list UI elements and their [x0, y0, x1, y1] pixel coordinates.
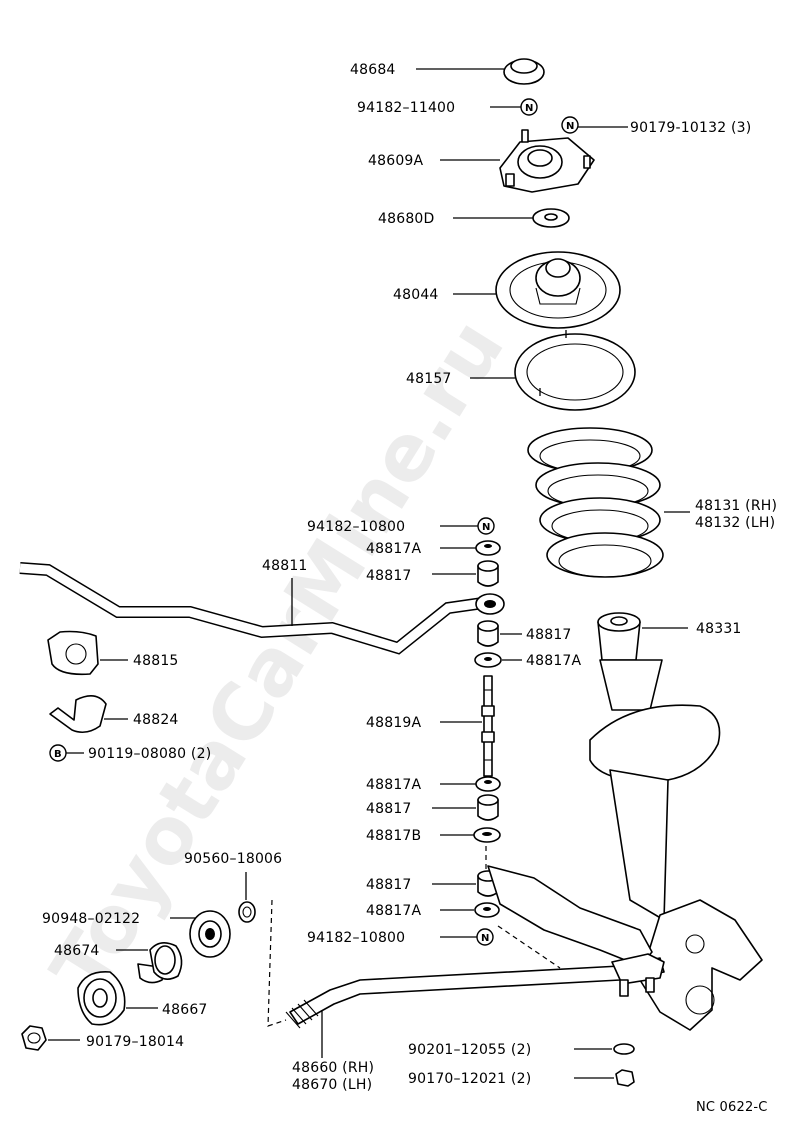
bushing-retainer-part [189, 910, 231, 958]
diagram-code: NC 0622-C [696, 1100, 768, 1115]
cushion-retainer-part [475, 776, 501, 792]
label-90170-12021: 90170–12021 (2) [408, 1071, 531, 1087]
svg-text:N: N [482, 522, 490, 533]
stabilizer-bracket-part [49, 695, 107, 734]
svg-text:B: B [54, 749, 62, 760]
label-90560-18006: 90560–18006 [184, 851, 282, 867]
label-48819A: 48819A [366, 715, 422, 731]
nut-badge-icon: N [561, 116, 579, 134]
label-48817A-4: 48817A [366, 903, 422, 919]
nut-part [21, 1025, 47, 1051]
cushion-retainer-part [474, 902, 500, 918]
label-48815: 48815 [133, 653, 179, 669]
svg-text:N: N [481, 933, 489, 944]
label-94182-10800-bot: 94182–10800 [307, 930, 405, 946]
lower-arm-bushing-part [137, 942, 183, 984]
label-90948-02122: 90948–02122 [42, 911, 140, 927]
label-48660: 48660 (RH) [292, 1060, 374, 1076]
label-90179-18014: 90179–18014 [86, 1034, 184, 1050]
shock-absorber-part [589, 612, 763, 1031]
link-bolt-part [481, 675, 495, 777]
lower-arm-rear-bushing-part [77, 971, 126, 1026]
spacer-part [238, 901, 256, 923]
nut-badge-icon: N [476, 928, 494, 946]
cushion-retainer-part [475, 540, 501, 556]
cushion-part [477, 794, 499, 821]
label-48670: 48670 (LH) [292, 1077, 372, 1093]
label-48044: 48044 [393, 287, 439, 303]
upper-support-part [499, 129, 595, 193]
cushion-part [477, 620, 499, 647]
washer-part [532, 208, 570, 228]
cushion-washer-part [473, 827, 501, 843]
label-48132: 48132 (LH) [695, 515, 775, 531]
stabilizer-bar-part [19, 562, 505, 655]
label-48817A-1: 48817A [366, 541, 422, 557]
label-48817-1: 48817 [366, 568, 412, 584]
nut-part [615, 1069, 635, 1087]
watermark: ToyotaCarMine.ru [35, 305, 522, 1010]
label-48811: 48811 [262, 558, 308, 574]
label-48674: 48674 [54, 943, 100, 959]
label-48680D: 48680D [378, 211, 435, 227]
cushion-retainer-part [474, 652, 502, 668]
label-48667: 48667 [162, 1002, 208, 1018]
label-48157: 48157 [406, 371, 452, 387]
stabilizer-bushing-part [47, 630, 99, 676]
label-48824: 48824 [133, 712, 179, 728]
label-94182-11400: 94182–11400 [357, 100, 455, 116]
coil-spring-part [527, 427, 664, 578]
label-48331: 48331 [696, 621, 742, 637]
label-94182-10800-top: 94182–10800 [307, 519, 405, 535]
label-48817-2: 48817 [526, 627, 572, 643]
label-90201-12055: 90201–12055 (2) [408, 1042, 531, 1058]
svg-text:N: N [566, 121, 574, 132]
label-48817-3: 48817 [366, 801, 412, 817]
label-48684: 48684 [350, 62, 396, 78]
label-48131: 48131 (RH) [695, 498, 777, 514]
label-48609A: 48609A [368, 153, 424, 169]
label-48817A-2: 48817A [526, 653, 582, 669]
svg-text:N: N [525, 103, 533, 114]
label-48817A-3: 48817A [366, 777, 422, 793]
nut-badge-icon: N [477, 517, 495, 535]
label-90179-10132: 90179-10132 (3) [630, 120, 751, 136]
bolt-badge-icon: B [49, 744, 67, 762]
label-48817-4: 48817 [366, 877, 412, 893]
washer-part [613, 1043, 635, 1055]
strut-cap-part [503, 58, 545, 85]
lower-arm-part [285, 865, 665, 1029]
nut-badge-icon: N [520, 98, 538, 116]
label-90119-08080: 90119–08080 (2) [88, 746, 211, 762]
spring-seat-part [495, 251, 621, 329]
spring-insulator-part [514, 330, 636, 411]
label-48817B: 48817B [366, 828, 421, 844]
cushion-part [477, 560, 499, 587]
